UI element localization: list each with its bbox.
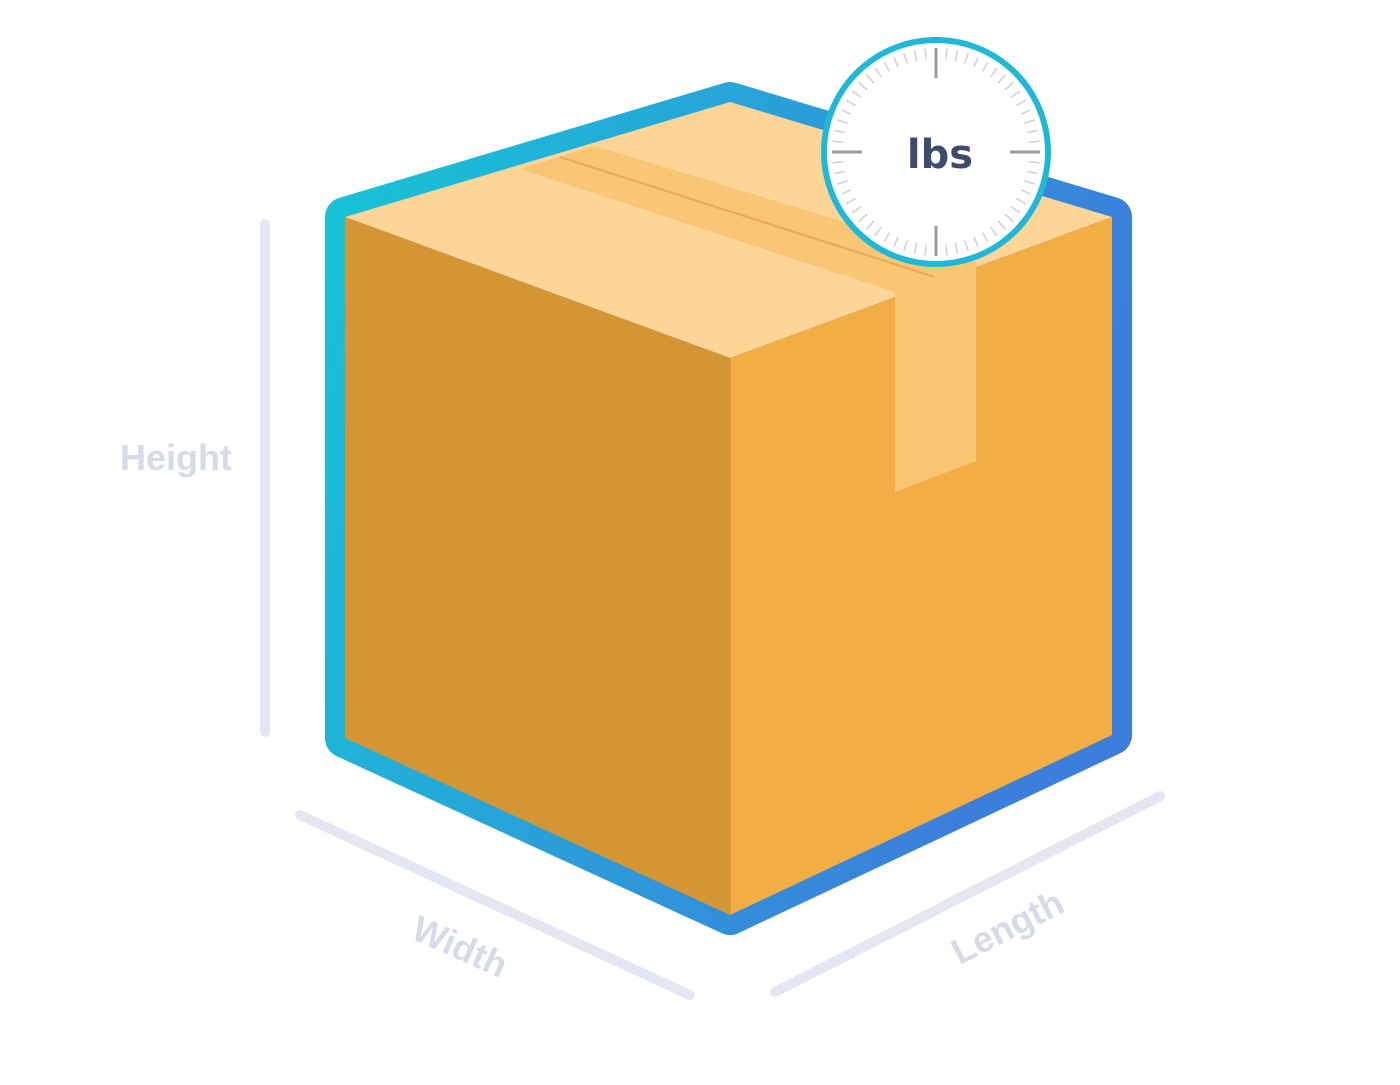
dial-minor-tick	[954, 50, 959, 62]
dial-minor-tick	[913, 50, 918, 62]
dial-minor-tick	[981, 61, 989, 72]
dial-minor-tick	[997, 74, 1007, 84]
dial-minor-tick	[1010, 206, 1021, 214]
dial-minor-tick	[924, 48, 928, 60]
dial-minor-tick	[840, 108, 852, 115]
dial-minor-tick	[858, 213, 868, 223]
dial-minor-tick	[973, 236, 980, 248]
dial-minor-tick	[1028, 140, 1040, 144]
dial-minor-tick	[865, 74, 875, 84]
dial-minor-tick	[832, 160, 844, 164]
dial-minor-tick	[1020, 108, 1032, 115]
dial-minor-tick	[851, 90, 862, 98]
dial-minor-tick	[892, 56, 899, 68]
dial-minor-tick	[832, 140, 844, 144]
dial-minor-tick	[997, 220, 1007, 230]
dial-minor-tick	[845, 99, 856, 107]
dial-minor-tick	[981, 232, 989, 243]
dial-minor-tick	[1016, 197, 1027, 205]
scale-dial-face	[821, 37, 1051, 267]
scale-unit-label: lbs	[907, 132, 973, 178]
box-top-seam	[559, 156, 936, 278]
dial-minor-tick	[834, 170, 846, 175]
dial-minor-tick	[892, 236, 899, 248]
dial-minor-tick	[1004, 213, 1014, 223]
dial-minor-tick	[944, 48, 948, 60]
dial-minor-tick	[1024, 179, 1036, 185]
dial-minor-tick	[963, 240, 969, 252]
height-label: Height	[120, 437, 232, 478]
dial-minor-tick	[1026, 170, 1038, 175]
dial-minor-tick	[1020, 189, 1032, 196]
dial-minor-tick	[903, 52, 909, 64]
dial-minor-tick	[1016, 99, 1027, 107]
dial-minor-tick	[874, 67, 882, 78]
dial-minor-tick	[1004, 81, 1014, 91]
dial-minor-tick	[1026, 129, 1038, 134]
dial-minor-tick	[963, 52, 969, 64]
dial-minor-tick	[954, 242, 959, 254]
box-left-face	[345, 217, 730, 915]
dimension-lines	[260, 219, 1165, 1000]
box-right-face	[730, 217, 1112, 915]
width-dimension-line	[295, 810, 695, 1000]
dial-minor-tick	[836, 179, 848, 185]
dial-minor-tick	[924, 244, 928, 256]
box-top-tape	[520, 146, 976, 292]
dial-minor-tick	[883, 61, 891, 72]
dial-minor-tick	[903, 240, 909, 252]
width-label: Width	[406, 908, 514, 986]
dial-minor-tick	[834, 129, 846, 134]
dial-minor-tick	[874, 226, 882, 237]
weight-scale-icon: lbs	[821, 37, 1051, 267]
dial-minor-tick	[973, 56, 980, 68]
dial-minor-tick	[840, 189, 852, 196]
dial-minor-tick	[836, 119, 848, 125]
scale-dial-ticks	[832, 48, 1040, 256]
dial-minor-tick	[845, 197, 856, 205]
length-dimension-line	[770, 791, 1165, 997]
dial-minor-tick	[913, 242, 918, 254]
dial-minor-tick	[851, 206, 862, 214]
cardboard-box-icon	[325, 82, 1132, 935]
dial-minor-tick	[1028, 160, 1040, 164]
dial-minor-tick	[1024, 119, 1036, 125]
dial-minor-tick	[944, 244, 948, 256]
dial-minor-tick	[990, 226, 998, 237]
box-side-tape	[895, 262, 976, 492]
dial-minor-tick	[990, 67, 998, 78]
dial-minor-tick	[858, 81, 868, 91]
dial-minor-tick	[883, 232, 891, 243]
dial-minor-tick	[865, 220, 875, 230]
dial-minor-tick	[1010, 90, 1021, 98]
